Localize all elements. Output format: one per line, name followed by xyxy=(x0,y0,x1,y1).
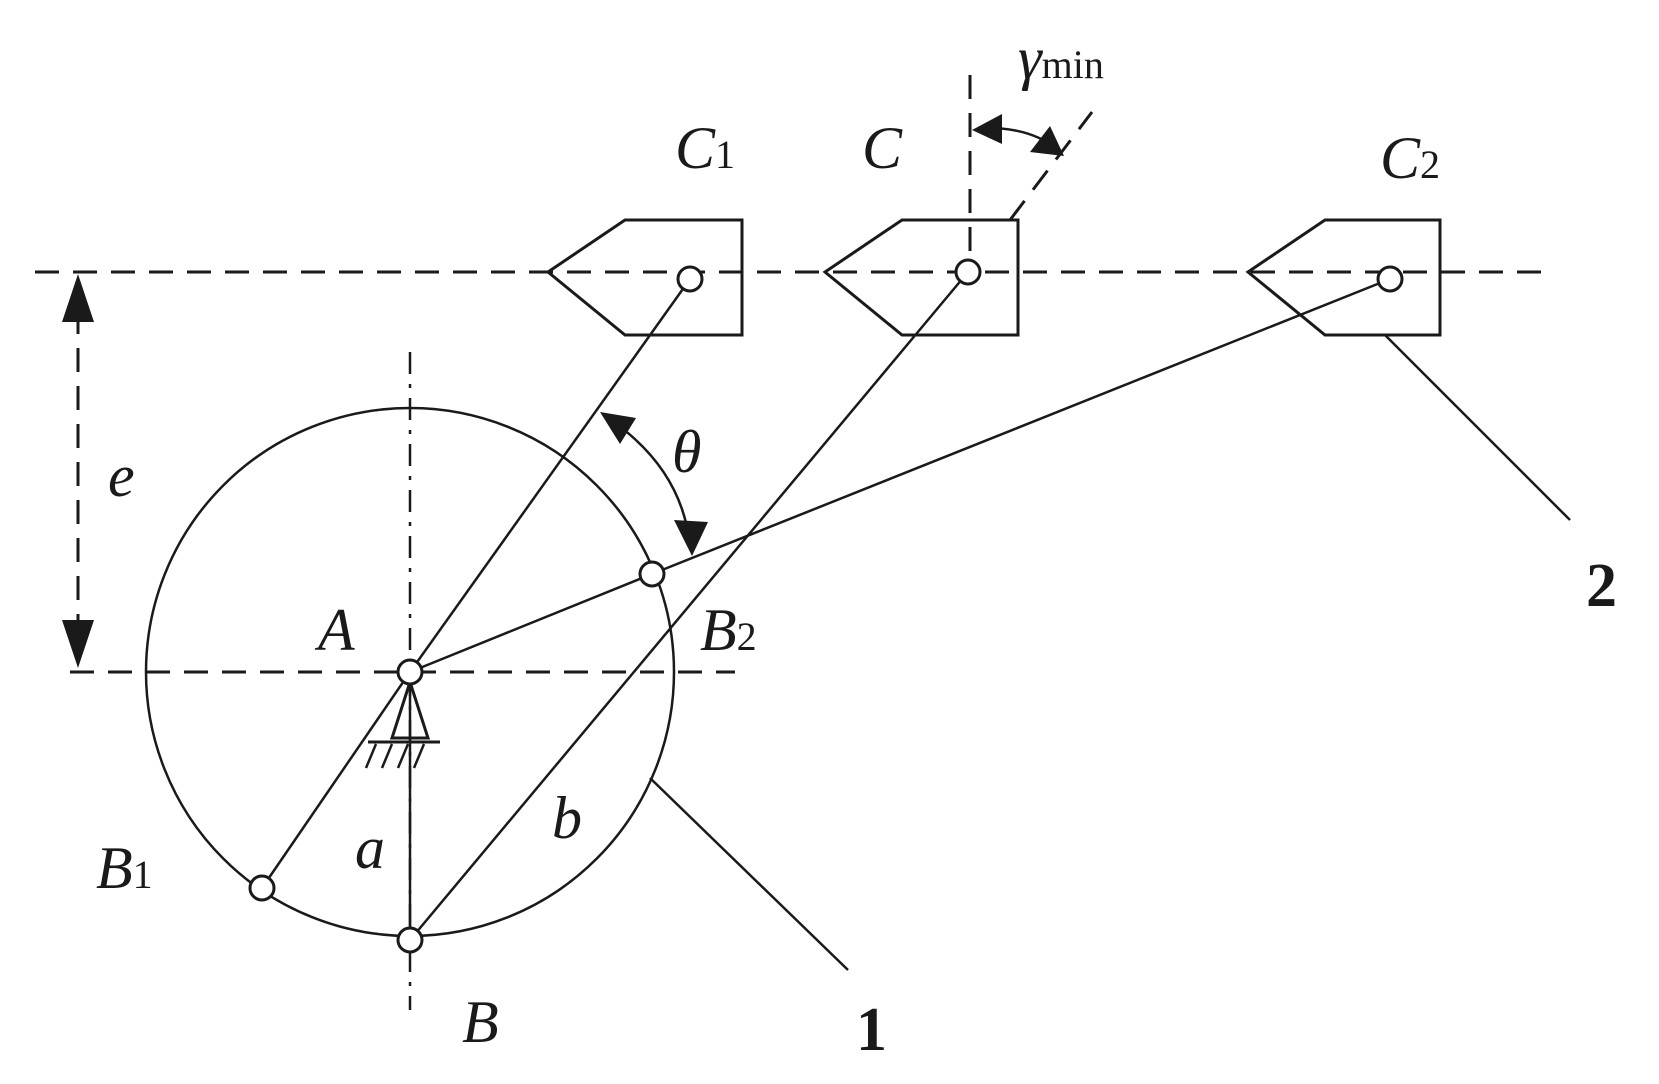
offset-arrow-top xyxy=(62,274,94,322)
joint-b xyxy=(396,926,424,954)
c-rod-extension-line xyxy=(1008,111,1094,221)
ground-support-triangle xyxy=(389,677,431,740)
slider-c2 xyxy=(1245,218,1442,337)
label-part-1: 1 xyxy=(856,996,887,1064)
connecting-rod-c xyxy=(409,271,969,941)
offset-arrow-bottom xyxy=(62,620,94,668)
connecting-rod-c1 xyxy=(408,278,692,673)
crank-rod-b2 xyxy=(409,572,653,674)
label-angle-theta: θ xyxy=(672,419,701,485)
ground-hatch-4 xyxy=(412,743,426,769)
ground-hatch-2 xyxy=(380,743,394,769)
label-b-point: B xyxy=(462,989,499,1055)
label-c-point: C xyxy=(862,115,903,181)
label-c2-point: C2 xyxy=(1380,125,1440,191)
slider-c xyxy=(822,218,1020,337)
leader-line-part-1 xyxy=(649,777,849,971)
label-offset-e: e xyxy=(108,443,135,509)
slider-c1 xyxy=(545,218,744,337)
label-b1-point: B1 xyxy=(96,835,153,901)
label-b2-point: B2 xyxy=(700,597,757,663)
joint-c xyxy=(954,258,982,286)
theta-arrow-end xyxy=(674,520,708,556)
ground-hatch-3 xyxy=(396,743,410,769)
joint-c1 xyxy=(676,265,704,293)
label-rod-length-b: b xyxy=(552,785,582,851)
label-c1-point: C1 xyxy=(675,115,735,181)
joint-c2 xyxy=(1376,265,1404,293)
theta-arrow-start xyxy=(600,412,636,444)
crank-rod-b1 xyxy=(260,671,412,889)
joint-b1 xyxy=(248,874,276,902)
joint-b2 xyxy=(638,560,666,588)
joint-a xyxy=(396,658,424,686)
label-a-point: A xyxy=(314,597,355,663)
label-part-2: 2 xyxy=(1586,552,1617,620)
connecting-rod-c2 xyxy=(651,277,1391,576)
gamma-arrow-left xyxy=(972,114,1002,144)
gamma-arrow-right xyxy=(1030,126,1064,156)
ground-hatch-1 xyxy=(364,743,378,769)
leader-line-part-2 xyxy=(1384,334,1571,521)
label-crank-length-a: a xyxy=(355,815,385,881)
label-angle-gamma-min: γmin xyxy=(1018,25,1104,91)
